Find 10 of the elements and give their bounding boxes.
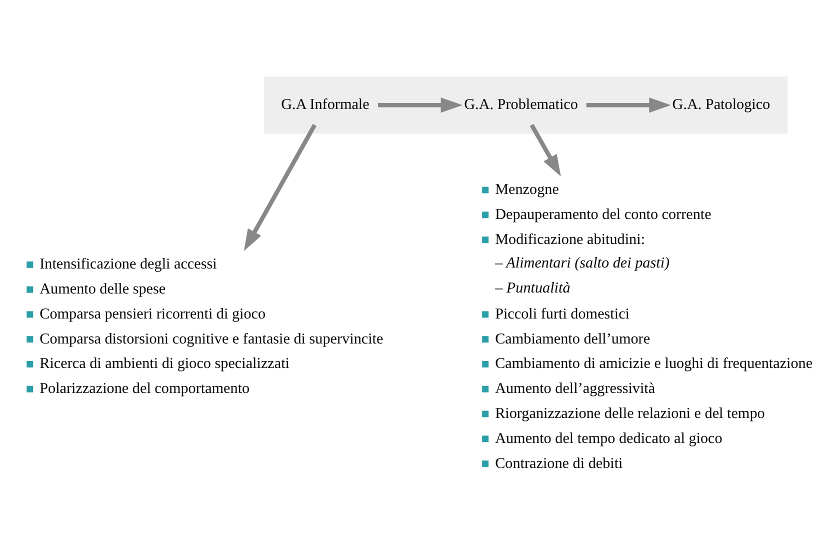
cluster xyxy=(264,76,788,134)
arrow xyxy=(243,123,316,250)
arrow xyxy=(586,97,670,112)
node-text: G.A. Problematico xyxy=(464,96,578,113)
node-text: Intensificazione degli accessi Aumento delle spese Comparsa pensieri ricorrenti di gioco Comparsa distorsioni cognitive e fantasie di supervincite Ricerca di ambienti di gioco specializzati Polarizzazione del comportamento xyxy=(39,256,383,397)
arrow xyxy=(529,123,560,176)
node-text: Menzogne Depauperamento del conto corrente Modificazione abitudini: – Alimentari (salto dei pasti) – Puntualità Piccoli furti domestici Cambiamento dell’umore Cambiamento di amicizie e luoghi di frequentazione Aumento dell’aggressività Riorganizzazione delle relazioni e del tempo Aumento del tempo dedicato al gioco Contrazione di debiti xyxy=(494,182,812,472)
node-text: G.A Informale xyxy=(280,96,369,113)
arrow xyxy=(378,97,462,112)
node-text: G.A. Patologico xyxy=(672,96,770,113)
